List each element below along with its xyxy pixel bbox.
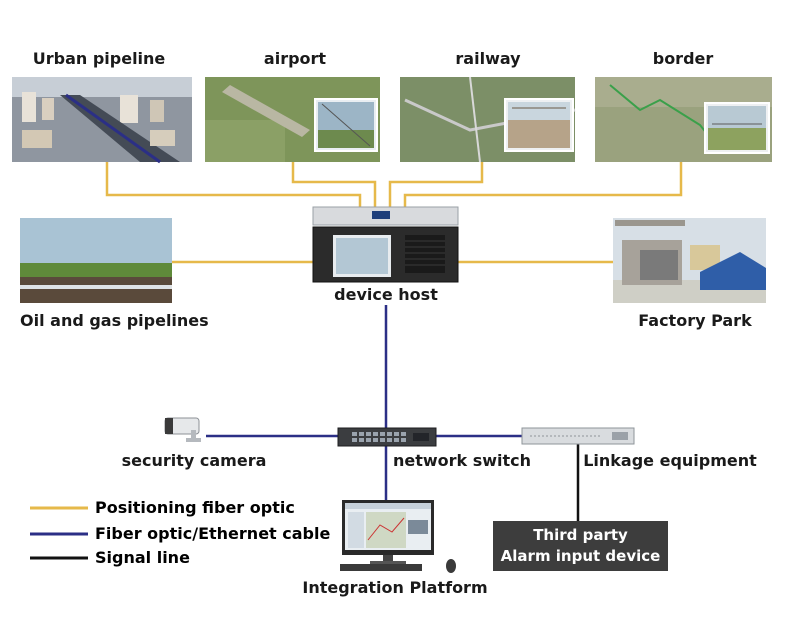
label-oil-gas-pipelines: Oil and gas pipelines: [20, 311, 209, 330]
legend-label-positioning: Positioning fiber optic: [95, 498, 295, 517]
label-linkage-equipment: Linkage equipment: [583, 451, 757, 470]
label-factory-park: Factory Park: [638, 311, 752, 330]
third-party-line1: Third party: [533, 526, 628, 544]
third-party-alarm-device: Third party Alarm input device: [493, 521, 668, 571]
label-device-host: device host: [334, 285, 438, 304]
legend: Positioning fiber optic Fiber optic/Ethe…: [30, 498, 330, 567]
railway-image: [400, 76, 576, 163]
label-border: border: [652, 49, 714, 68]
device-host-icon: [312, 206, 459, 283]
label-integration-platform: Integration Platform: [302, 578, 488, 597]
label-urban-pipeline: Urban pipeline: [32, 49, 166, 68]
security-camera-icon: [164, 417, 201, 442]
network-switch-icon: [337, 427, 437, 447]
factory-park-image: [613, 218, 766, 303]
integration-platform-computer-icon: [340, 500, 456, 573]
legend-label-signal: Signal line: [95, 548, 190, 567]
ethernet-lines: [206, 305, 522, 500]
urban-pipeline-image: [12, 77, 192, 164]
airport-image: [205, 77, 380, 162]
legend-label-ethernet: Fiber optic/Ethernet cable: [95, 524, 330, 543]
border-image: [595, 77, 772, 162]
positioning-fiber-lines: [105, 162, 683, 264]
linkage-equipment-icon: [521, 427, 635, 445]
oil-gas-pipeline-image: [20, 218, 172, 303]
label-airport: airport: [263, 49, 327, 68]
label-network-switch: network switch: [392, 451, 532, 470]
label-security-camera: security camera: [121, 451, 267, 470]
third-party-line2: Alarm input device: [500, 547, 661, 565]
label-railway: railway: [455, 49, 521, 68]
